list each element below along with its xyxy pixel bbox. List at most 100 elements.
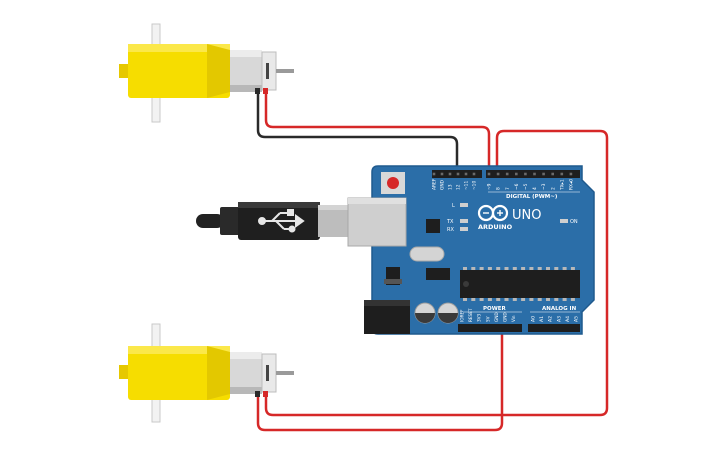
pin-hole[interactable] [432, 172, 436, 176]
motor-can-shadow [230, 85, 262, 92]
motor-can-highlight [230, 50, 262, 57]
pin-label: 13 [448, 184, 454, 190]
chip-leg [562, 267, 567, 270]
chip-leg [496, 298, 501, 301]
led-on [560, 219, 568, 223]
chip-leg [512, 298, 517, 301]
pin-label: 3V3 [477, 313, 482, 322]
pin-label: RESET [468, 308, 473, 322]
wire-top-motor-pin10[interactable] [264, 92, 491, 182]
wires [256, 92, 609, 432]
pin-hole[interactable] [533, 172, 536, 176]
motor-terminal-red[interactable] [263, 391, 268, 397]
pin-label: ~3 [541, 183, 547, 190]
pin-hole[interactable] [464, 172, 468, 176]
pin-hole[interactable] [560, 172, 564, 176]
power-label: POWER [483, 306, 507, 312]
pin-label: 12 [456, 184, 462, 190]
reset-button[interactable] [381, 172, 405, 194]
analog-pin-header[interactable] [528, 324, 580, 332]
regulator-tab [384, 279, 402, 284]
board-model-text: UNO [512, 208, 541, 223]
dc-jack-highlight [364, 300, 410, 306]
capacitor-right [437, 302, 459, 324]
wire-top-motor-gnd[interactable] [256, 92, 459, 182]
usb-b-port[interactable] [347, 197, 407, 247]
motor-terminal-black[interactable] [255, 391, 260, 397]
pin-hole[interactable] [524, 172, 527, 176]
pin-label: 4 [532, 187, 538, 190]
pin-hole[interactable] [551, 172, 554, 176]
pin-label: RX◂0 [569, 179, 575, 190]
capacitor-left [414, 302, 436, 324]
chip-leg [562, 298, 567, 301]
pin-hole[interactable] [472, 172, 476, 176]
motor-shaft [276, 371, 294, 375]
pin-label: AREF [432, 178, 438, 190]
pin-label: ~9 [487, 183, 493, 190]
pin-label: ~10 [472, 181, 478, 190]
chip-leg [546, 267, 550, 270]
analog-label: ANALOG IN [542, 306, 577, 312]
pin-hole[interactable] [542, 172, 545, 176]
pin-label: ~11 [464, 181, 470, 190]
pin-hole[interactable] [496, 172, 500, 176]
usb-connector-highlight [318, 205, 352, 210]
chip-leg [512, 267, 517, 270]
chip-leg [529, 267, 534, 270]
pin-hole[interactable] [505, 172, 509, 176]
motor-terminal-black[interactable] [255, 88, 260, 94]
chip-leg [471, 267, 476, 270]
chip-leg [479, 298, 484, 301]
pin-label: GND [503, 312, 508, 322]
pin-label: IOREF [460, 309, 465, 322]
dc-motor-top[interactable] [119, 23, 294, 123]
usb-connector-metal [318, 205, 352, 237]
usb-plug-highlight [238, 202, 320, 208]
motor-gearbox [128, 44, 230, 98]
power-pin-header[interactable] [458, 324, 522, 332]
chip-leg [537, 298, 542, 301]
chip-leg [479, 267, 484, 270]
led-l [460, 203, 468, 207]
wire-bottom-motor-gnd[interactable] [256, 324, 504, 432]
motor-highlight [128, 44, 230, 52]
pin-label: Vin [511, 315, 516, 322]
chip-leg [504, 267, 509, 270]
usb-cable[interactable] [196, 202, 352, 240]
pin-label: 7 [505, 187, 511, 190]
chip-leg [521, 298, 526, 301]
pin-label: A4 [565, 316, 571, 322]
wire-pin9-bottom-motor[interactable] [264, 129, 609, 417]
chip-leg [487, 298, 492, 301]
logo-symbols [483, 210, 503, 216]
pin-hole[interactable] [569, 172, 573, 176]
pin-hole[interactable] [440, 172, 444, 176]
usb-strain-relief [220, 207, 242, 235]
pin-label: A5 [574, 316, 580, 322]
pin-label: GND [494, 312, 499, 322]
board-logo-text: ARDUINO [478, 223, 513, 231]
motor-nub [119, 64, 129, 78]
crystal-oscillator [409, 246, 445, 262]
motor-gearbox [128, 346, 230, 400]
chip-leg [496, 267, 501, 270]
pin-hole[interactable] [487, 172, 491, 176]
motor-brush [266, 63, 269, 79]
motor-terminal-red[interactable] [263, 88, 268, 94]
chip-leg [463, 298, 467, 301]
pin-label: A2 [548, 316, 554, 322]
motor-can-shadow [230, 387, 262, 394]
pin-label: ~5 [523, 183, 529, 190]
usb-cable-end [196, 214, 224, 228]
pin-label: A1 [539, 316, 545, 322]
pin-hole[interactable] [456, 172, 460, 176]
dc-motor-bottom[interactable] [119, 323, 294, 423]
pin-hole[interactable] [448, 172, 452, 176]
pin-hole[interactable] [515, 172, 518, 176]
motor-taper [207, 346, 230, 400]
motor-can-highlight [230, 352, 262, 359]
chip-leg [554, 267, 559, 270]
